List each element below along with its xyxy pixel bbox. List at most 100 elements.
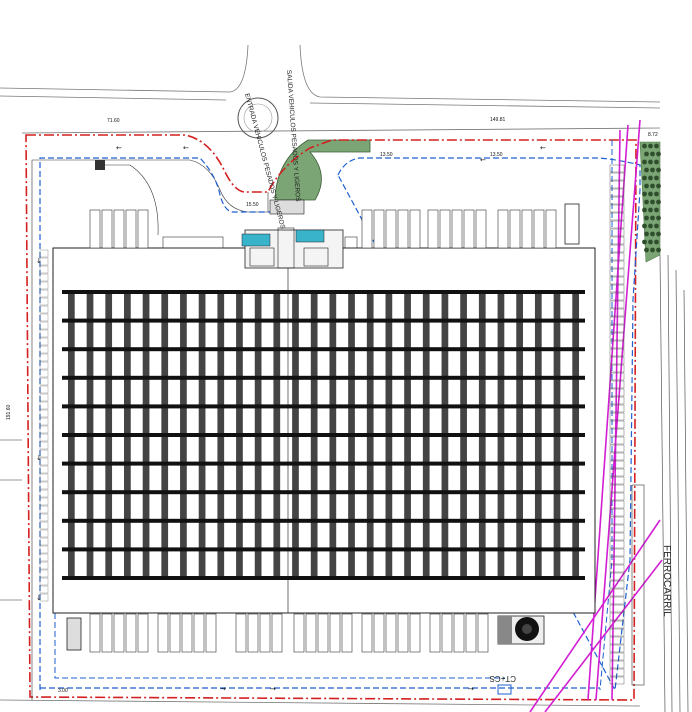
parking-bay [609, 276, 625, 285]
parking-bay [39, 337, 49, 346]
svg-text:→: → [220, 685, 226, 693]
parking-bay [609, 356, 625, 365]
tree [656, 199, 661, 205]
warehouse-outline [52, 247, 596, 614]
parking-bay [39, 329, 49, 338]
ct-cs-box [497, 684, 512, 695]
parking-bay [609, 324, 625, 333]
parking-bay [39, 441, 49, 450]
dock-bay [409, 613, 421, 653]
dock-bay [293, 613, 305, 653]
parking-bay [609, 524, 625, 533]
dock-bay [373, 209, 385, 249]
railway-label: FERROCARRIL [661, 545, 672, 617]
dock-bay [439, 209, 451, 249]
tree [650, 199, 655, 205]
parking-bay [609, 500, 625, 509]
parking-bay [39, 545, 49, 554]
dim-top-a: 13.50 [380, 152, 393, 158]
tree [644, 231, 649, 237]
parking-bay [609, 380, 625, 389]
parking-bay [39, 497, 49, 506]
parking-bay [39, 401, 49, 410]
tree [644, 151, 649, 157]
parking-bay [39, 457, 49, 466]
bottom-loading-docks [89, 613, 489, 653]
parking-bay [39, 265, 49, 274]
tree [644, 247, 649, 253]
parking-bay [39, 313, 49, 322]
rack-band [62, 404, 585, 409]
dim-bottom-left: 3.00 [58, 688, 68, 694]
ct-cs-label: CT+CS [490, 674, 516, 683]
rack-band [62, 433, 585, 437]
green-island [274, 139, 371, 201]
parking-bay [609, 292, 625, 301]
site-boundary [25, 134, 637, 701]
parking-bay [609, 252, 625, 261]
svg-text:←: ← [183, 144, 189, 152]
dock-bay [89, 613, 101, 653]
parking-bay [39, 393, 49, 402]
parking-bay [609, 460, 625, 469]
parking-bay [39, 513, 49, 522]
parking-bay [609, 316, 625, 325]
tree [642, 191, 647, 197]
parking-bay [39, 569, 49, 578]
dock-bay [113, 613, 125, 653]
parking-bay [609, 564, 625, 573]
dock-bay [361, 209, 373, 249]
parking-bay [39, 585, 49, 594]
top-loading-docks [89, 209, 557, 249]
parking-bay [609, 668, 625, 677]
parking-bay [39, 417, 49, 426]
parking-bay [609, 468, 625, 477]
parking-bay [609, 372, 625, 381]
rack-band [62, 576, 585, 580]
parking-bay [39, 529, 49, 538]
parking-bay [609, 572, 625, 581]
parking-bay [609, 396, 625, 405]
tree [644, 183, 649, 189]
dock-bay [193, 613, 205, 653]
dock-bay [181, 613, 193, 653]
tree [648, 191, 653, 197]
parking-bay [39, 521, 49, 530]
dock-bay [429, 613, 441, 653]
rack-band [62, 490, 585, 495]
parking-bay [609, 444, 625, 453]
parking-bay [609, 548, 625, 557]
parking-bay [39, 409, 49, 418]
rack-band [62, 375, 585, 380]
tree [642, 175, 647, 181]
dock-bay [305, 613, 317, 653]
dock-bay [427, 209, 439, 249]
dock-bay [397, 209, 409, 249]
dock-bay [125, 209, 137, 249]
dock-bay [259, 613, 271, 653]
parking-bay [39, 249, 49, 258]
parking-bay [609, 340, 625, 349]
gatehouse [269, 199, 305, 215]
parking-bay [609, 644, 625, 653]
parking-bay [609, 532, 625, 541]
parking-bay [609, 508, 625, 517]
dim-top-left: 71.60 [107, 118, 120, 124]
tree [648, 143, 653, 149]
parking-bay [609, 412, 625, 421]
tree [642, 159, 647, 165]
rack-band [62, 318, 585, 323]
svg-text:←: ← [480, 156, 486, 164]
parking-bay [609, 180, 625, 189]
dock-bay [463, 209, 475, 249]
rack-band [62, 518, 585, 523]
parking-bay [39, 297, 49, 306]
parking-bay [39, 353, 49, 362]
dock-bay [101, 613, 113, 653]
dock-bay [509, 209, 521, 249]
svg-text:↓: ↓ [36, 594, 42, 602]
parking-bay [609, 236, 625, 245]
tree [648, 223, 653, 229]
svg-text:→: → [468, 685, 474, 693]
parking-bay [609, 388, 625, 397]
